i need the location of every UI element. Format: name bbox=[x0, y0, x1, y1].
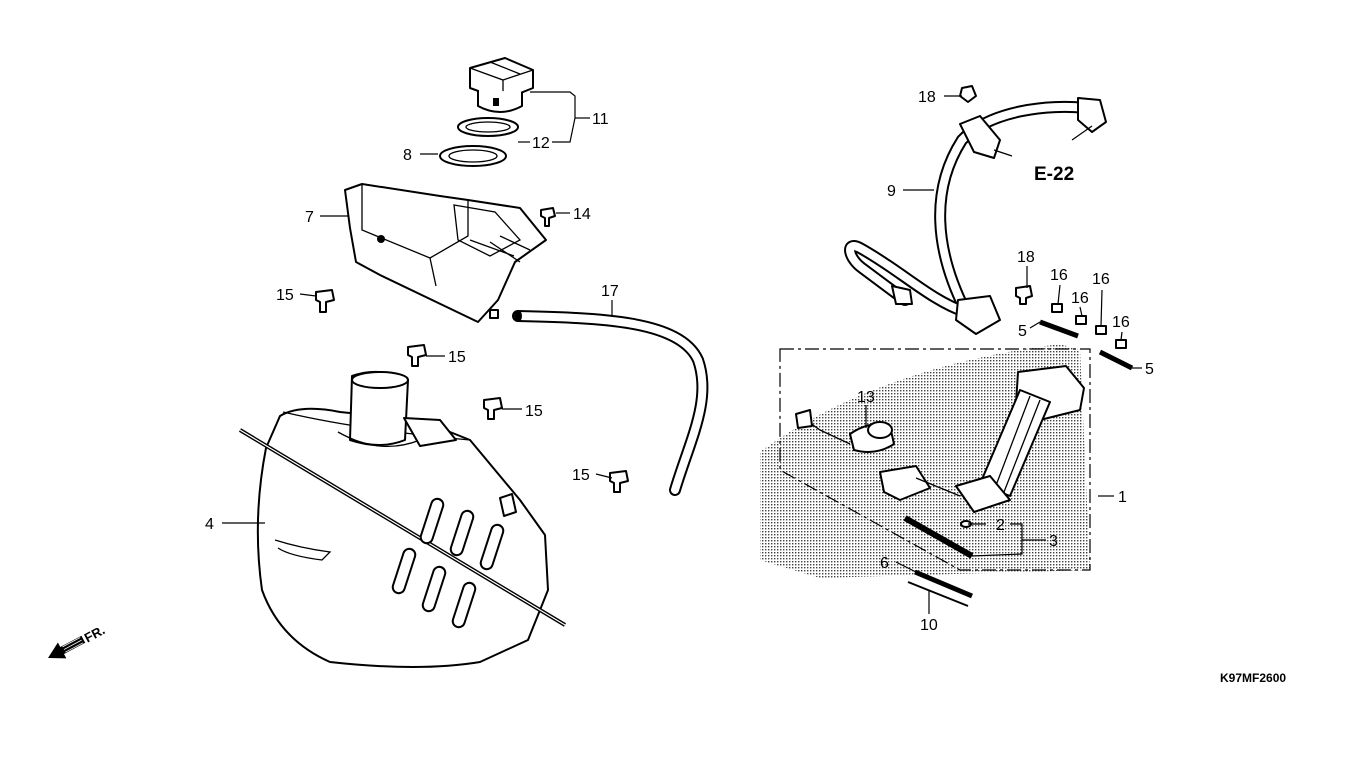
callout-16: 16 bbox=[1092, 271, 1110, 288]
bolt bbox=[315, 289, 335, 313]
callout-9: 9 bbox=[887, 183, 896, 200]
bolt bbox=[609, 470, 629, 493]
fuel-tray bbox=[344, 183, 547, 323]
callout-14: 14 bbox=[573, 206, 591, 223]
callout-16: 16 bbox=[1112, 314, 1130, 331]
nut bbox=[1051, 303, 1063, 313]
pump-seal bbox=[903, 515, 974, 559]
nut bbox=[1075, 315, 1087, 325]
front-label: FR. bbox=[82, 622, 108, 645]
callout-12: 12 bbox=[532, 135, 550, 152]
callout-15: 15 bbox=[572, 467, 590, 484]
callout-13: 13 bbox=[857, 389, 875, 406]
bolt bbox=[407, 344, 427, 367]
plate bbox=[1098, 349, 1134, 371]
callout-15: 15 bbox=[525, 403, 543, 420]
nut bbox=[1115, 339, 1127, 349]
callout-10: 10 bbox=[920, 617, 938, 634]
callout-5: 5 bbox=[1145, 361, 1154, 378]
fuel-tank bbox=[238, 370, 567, 668]
callout-5: 5 bbox=[1018, 323, 1027, 340]
callout-11: 11 bbox=[592, 111, 609, 128]
drain-tube bbox=[512, 310, 709, 496]
clip bbox=[1015, 285, 1033, 305]
cap-seal bbox=[457, 117, 519, 137]
fuel-pump-unit bbox=[760, 344, 1091, 578]
callout-15: 15 bbox=[448, 349, 466, 366]
fuel-hose bbox=[844, 97, 1107, 335]
callout-18: 18 bbox=[918, 89, 936, 106]
front-direction-arrow: FR. bbox=[48, 622, 108, 659]
nut bbox=[1095, 325, 1107, 335]
filler-gasket bbox=[439, 145, 507, 167]
fuel-cap bbox=[469, 57, 534, 113]
diagram-code: K97MF2600 bbox=[1220, 671, 1286, 685]
callout-18: 18 bbox=[1017, 249, 1035, 266]
screw bbox=[540, 207, 556, 227]
reference-e22: E-22 bbox=[1034, 164, 1074, 185]
callout-1: 1 bbox=[1118, 489, 1127, 506]
callout-16: 16 bbox=[1050, 267, 1068, 284]
set-plate bbox=[914, 569, 973, 599]
callout-4: 4 bbox=[205, 516, 214, 533]
callout-labels: 11 12 8 7 14 15 15 15 15 17 4 18 E-22 9 … bbox=[205, 89, 1154, 634]
leader-lines bbox=[222, 91, 1142, 614]
callout-8: 8 bbox=[403, 147, 412, 164]
callout-7: 7 bbox=[305, 209, 314, 226]
callout-6: 6 bbox=[880, 555, 889, 572]
callout-17: 17 bbox=[601, 283, 619, 300]
plate bbox=[1039, 319, 1079, 339]
bolt bbox=[483, 397, 503, 420]
callout-3: 3 bbox=[1049, 533, 1058, 550]
clip bbox=[959, 85, 977, 103]
callout-2: 2 bbox=[996, 517, 1005, 534]
callout-16: 16 bbox=[1071, 290, 1089, 307]
callout-15: 15 bbox=[276, 287, 294, 304]
set-plate bbox=[907, 581, 969, 607]
